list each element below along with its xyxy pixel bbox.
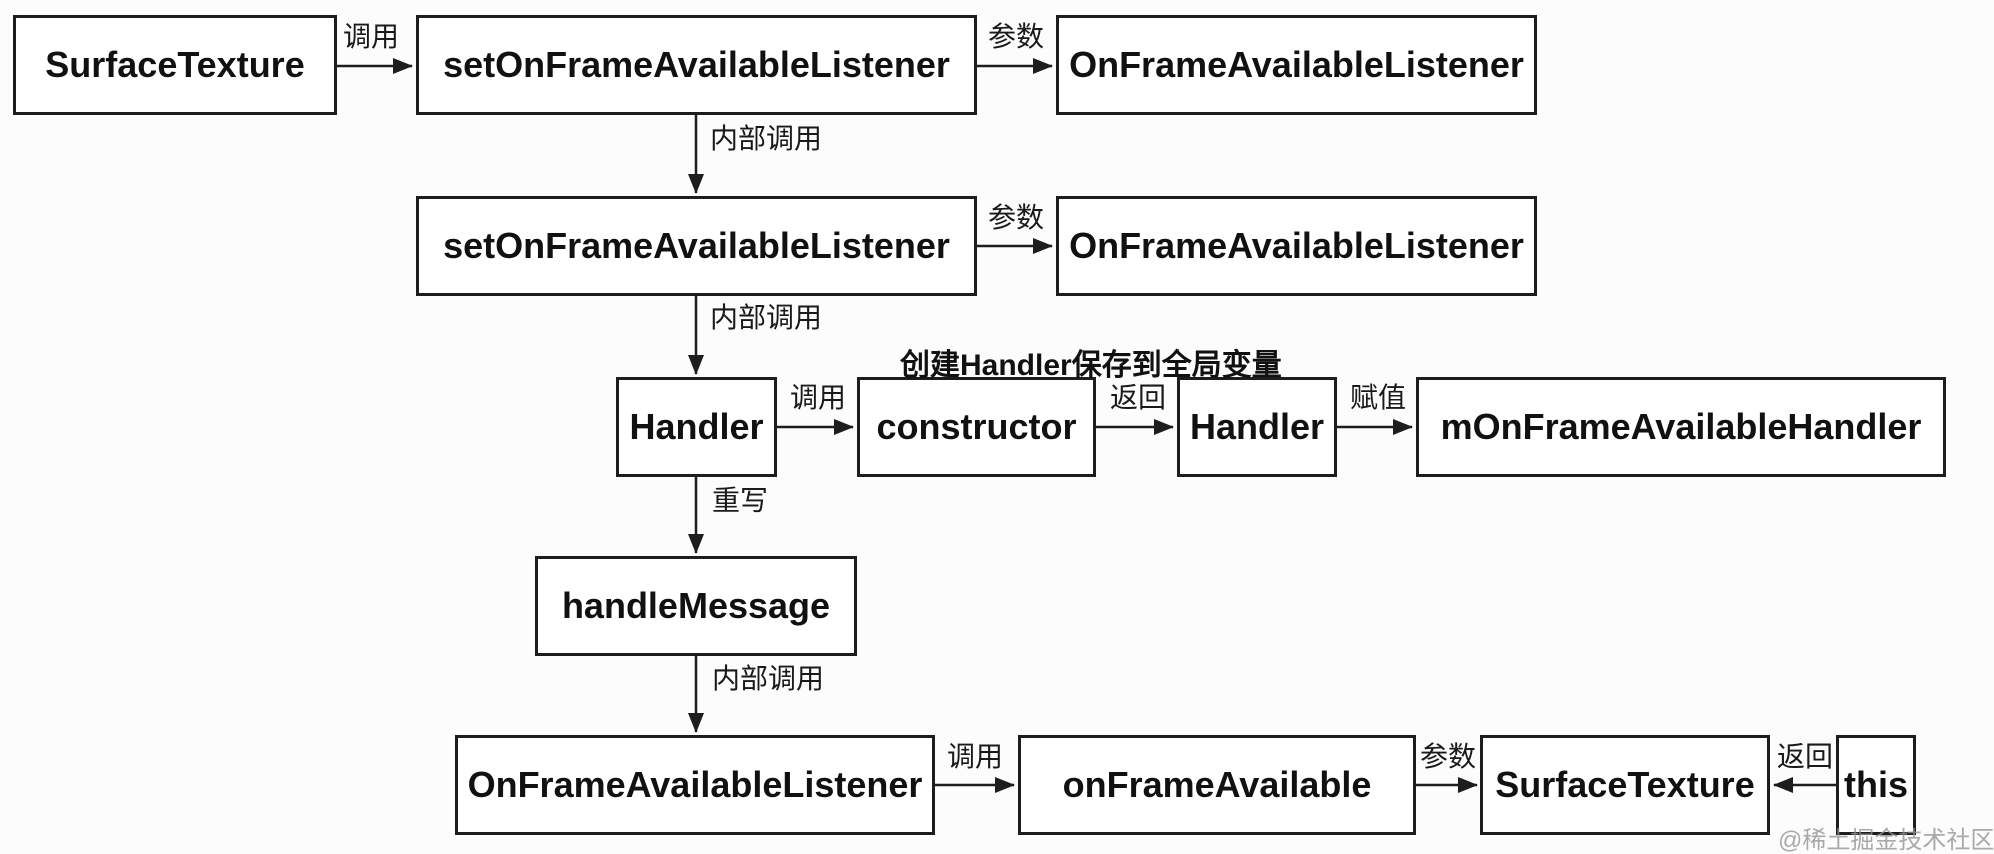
node-on-frame-available: onFrameAvailable: [1018, 735, 1416, 835]
edge-label-override-1: 重写: [712, 485, 769, 516]
node-surface-texture-1: SurfaceTexture: [13, 15, 337, 115]
node-on-frame-available-listener-3: OnFrameAvailableListener: [455, 735, 935, 835]
edge-label-param-2: 参数: [987, 202, 1045, 233]
edge-label-assign-1: 赋值: [1349, 382, 1407, 413]
watermark: @稀土掘金技术社区: [1778, 827, 1994, 854]
edge-label-call-3: 调用: [946, 741, 1004, 772]
edge-label-internal-call-2: 内部调用: [710, 302, 823, 333]
node-this: this: [1836, 735, 1916, 835]
node-on-frame-available-listener-1: OnFrameAvailableListener: [1056, 15, 1537, 115]
node-m-on-frame-available-handler: mOnFrameAvailableHandler: [1416, 377, 1946, 477]
edge-label-return-2: 返回: [1776, 741, 1834, 772]
edge-label-param-1: 参数: [987, 21, 1045, 52]
node-handler-2: Handler: [1177, 377, 1337, 477]
node-handler-1: Handler: [616, 377, 777, 477]
diagram-note: 创建Handler保存到全局变量: [900, 349, 1282, 382]
edge-label-param-3: 参数: [1419, 741, 1477, 772]
node-constructor: constructor: [857, 377, 1096, 477]
node-set-on-frame-available-listener-2: setOnFrameAvailableListener: [416, 196, 977, 296]
node-handle-message: handleMessage: [535, 556, 857, 656]
edge-label-call-1: 调用: [342, 21, 400, 52]
edge-label-return-1: 返回: [1109, 382, 1167, 413]
edge-label-call-2: 调用: [789, 382, 847, 413]
edge-label-internal-call-1: 内部调用: [710, 123, 823, 154]
node-surface-texture-2: SurfaceTexture: [1480, 735, 1770, 835]
node-set-on-frame-available-listener-1: setOnFrameAvailableListener: [416, 15, 977, 115]
node-on-frame-available-listener-2: OnFrameAvailableListener: [1056, 196, 1537, 296]
edge-label-internal-call-3: 内部调用: [712, 663, 825, 694]
